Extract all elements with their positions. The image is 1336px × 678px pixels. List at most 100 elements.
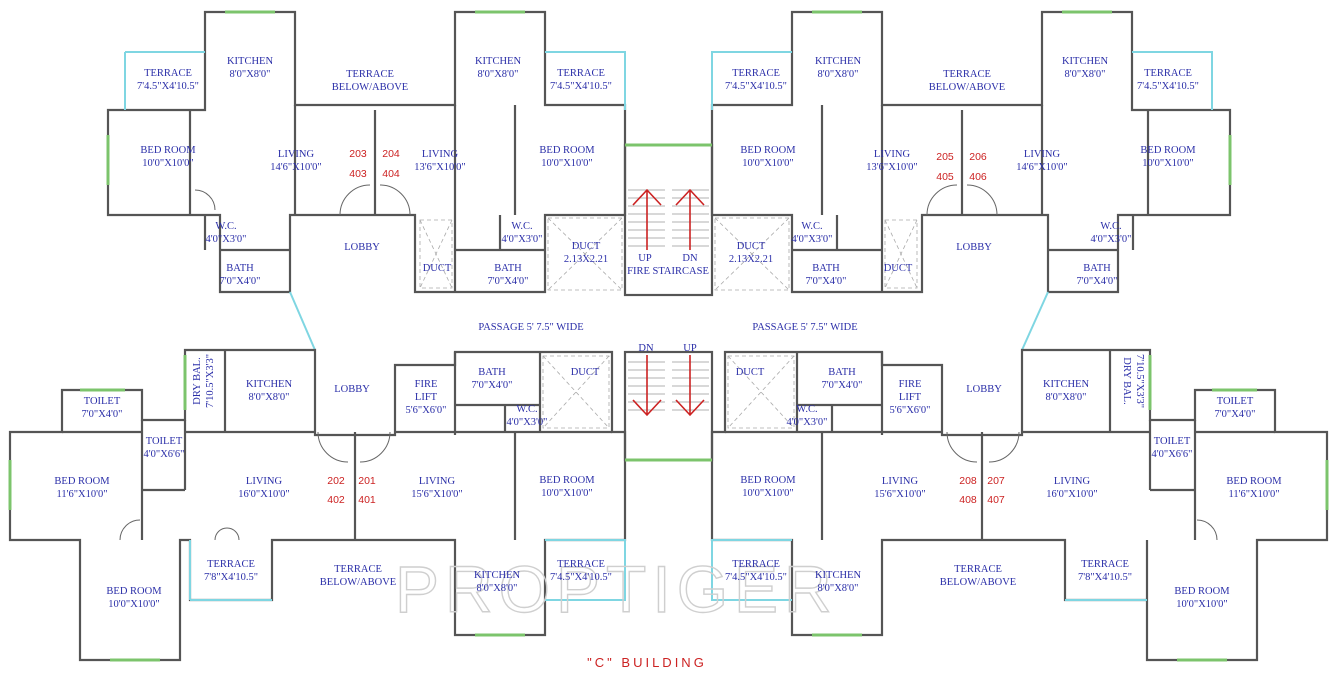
stair-up-label: UP <box>638 253 652 264</box>
kitchen-dim: 8'0"X8'0" <box>249 392 290 403</box>
terrace-below-label: TERRACE <box>346 69 394 80</box>
living-label: LIVING <box>1024 149 1061 160</box>
kitchen-label: KITCHEN <box>815 56 861 67</box>
bedroom-label: BED ROOM <box>740 145 796 156</box>
bedroom-label: BED ROOM <box>1140 145 1196 156</box>
bedroom-label: BED ROOM <box>539 145 595 156</box>
unit-number: 403 <box>349 168 367 180</box>
unit-number: 207 <box>987 475 1005 487</box>
bedroom-dim: 10'0"X10'0" <box>541 488 592 499</box>
terrace-label: TERRACE <box>557 559 605 570</box>
bedroom-dim: 11'6"X10'0" <box>1228 489 1279 500</box>
kitchen-label: KITCHEN <box>227 56 273 67</box>
bedroom-dim: 11'6"X10'0" <box>56 489 107 500</box>
living-label: LIVING <box>419 476 456 487</box>
staircase-top <box>623 143 714 297</box>
bath-label: BATH <box>226 263 254 274</box>
terrace-label: TERRACE <box>732 559 780 570</box>
bath-dim: 7'0"X4'0" <box>220 276 261 287</box>
duct-dim: 2.13X2.21 <box>729 254 773 265</box>
wc-dim: 4'0"X3'0" <box>502 234 543 245</box>
toilet-dim: 7'0"X4'0" <box>1215 409 1256 420</box>
bedroom-label: BED ROOM <box>106 586 162 597</box>
duct-label: DUCT <box>737 241 766 252</box>
wing-top-left <box>106 10 627 294</box>
link-wall-left-top <box>289 291 316 351</box>
wing-top-right <box>710 10 1232 294</box>
unit-number: 404 <box>382 168 400 180</box>
kitchen-label: KITCHEN <box>474 570 520 581</box>
wc-label: W.C. <box>1100 221 1121 232</box>
living-label: LIVING <box>246 476 283 487</box>
bath-label: BATH <box>812 263 840 274</box>
bedroom-dim: 10'0"X10'0" <box>1176 599 1227 610</box>
living-dim: 13'6"X10'0" <box>866 162 917 173</box>
lobby-label: LOBBY <box>334 384 370 395</box>
unit-number: 406 <box>969 171 987 183</box>
kitchen-dim: 8'0"X8'0" <box>1046 392 1087 403</box>
living-dim: 15'6"X10'0" <box>411 489 462 500</box>
bath-dim: 7'0"X4'0" <box>1077 276 1118 287</box>
unit-number: 405 <box>936 171 954 183</box>
stair-dn-label: DN <box>638 343 654 354</box>
living-dim: 15'6"X10'0" <box>874 489 925 500</box>
fire-lift-dim: 5'6"X6'0" <box>406 405 447 416</box>
unit-number: 202 <box>327 475 345 487</box>
terrace-below-label: TERRACE <box>954 564 1002 575</box>
living-dim: 14'6"X10'0" <box>270 162 321 173</box>
living-label: LIVING <box>882 476 919 487</box>
bedroom-label: BED ROOM <box>140 145 196 156</box>
terrace-dim: 7'8"X4'10.5" <box>1078 572 1132 583</box>
wc-label: W.C. <box>511 221 532 232</box>
bedroom-label: BED ROOM <box>539 475 595 486</box>
wc-label: W.C. <box>516 404 537 415</box>
bath-label: BATH <box>828 367 856 378</box>
kitchen-dim: 8'0"X8'0" <box>477 583 518 594</box>
toilet-label: TOILET <box>146 436 183 447</box>
duct-label: DUCT <box>736 367 765 378</box>
terrace-label: TERRACE <box>207 559 255 570</box>
toilet-dim: 4'0"X6'6" <box>1152 449 1193 460</box>
wc-dim: 4'0"X3'0" <box>787 417 828 428</box>
duct-label: DUCT <box>572 241 601 252</box>
fire-lift-label: FIRE <box>899 379 922 390</box>
terrace-dim: 7'4.5"X4'10.5" <box>1137 81 1199 92</box>
living-dim: 14'6"X10'0" <box>1016 162 1067 173</box>
bedroom-label: BED ROOM <box>54 476 110 487</box>
kitchen-dim: 8'0"X8'0" <box>818 69 859 80</box>
unit-number: 205 <box>936 151 954 163</box>
bedroom-dim: 10'0"X10'0" <box>742 488 793 499</box>
fire-lift-sub: LIFT <box>899 392 922 403</box>
link-wall-right-top <box>1021 291 1049 351</box>
living-label: LIVING <box>1054 476 1091 487</box>
kitchen-dim: 8'0"X8'0" <box>1065 69 1106 80</box>
kitchen-label: KITCHEN <box>246 379 292 390</box>
duct-label: DUCT <box>571 367 600 378</box>
wing-bottom-right <box>710 348 1329 662</box>
unit-number: 401 <box>358 494 376 506</box>
fire-lift-dim: 5'6"X6'0" <box>890 405 931 416</box>
terrace-label: TERRACE <box>144 68 192 79</box>
passage-label: PASSAGE 5' 7.5" WIDE <box>752 322 857 333</box>
unit-number: 206 <box>969 151 987 163</box>
bedroom-dim: 10'0"X10'0" <box>142 158 193 169</box>
kitchen-label: KITCHEN <box>1043 379 1089 390</box>
terrace-below-label: TERRACE <box>943 69 991 80</box>
terrace-dim: 7'4.5"X4'10.5" <box>550 81 612 92</box>
toilet-label: TOILET <box>1154 436 1191 447</box>
fire-lift-sub: LIFT <box>415 392 438 403</box>
duct-label: DUCT <box>884 263 913 274</box>
bath-dim: 7'0"X4'0" <box>472 380 513 391</box>
terrace-below-sub: BELOW/ABOVE <box>320 577 396 588</box>
dry-balcony-dim: 7'10.5"X3'3" <box>205 354 216 408</box>
terrace-label: TERRACE <box>557 68 605 79</box>
terrace-label: TERRACE <box>732 68 780 79</box>
bath-label: BATH <box>478 367 506 378</box>
kitchen-dim: 8'0"X8'0" <box>818 583 859 594</box>
terrace-dim: 7'4.5"X4'10.5" <box>725 81 787 92</box>
kitchen-label: KITCHEN <box>475 56 521 67</box>
bath-label: BATH <box>1083 263 1111 274</box>
terrace-below-label: TERRACE <box>334 564 382 575</box>
wc-dim: 4'0"X3'0" <box>206 234 247 245</box>
